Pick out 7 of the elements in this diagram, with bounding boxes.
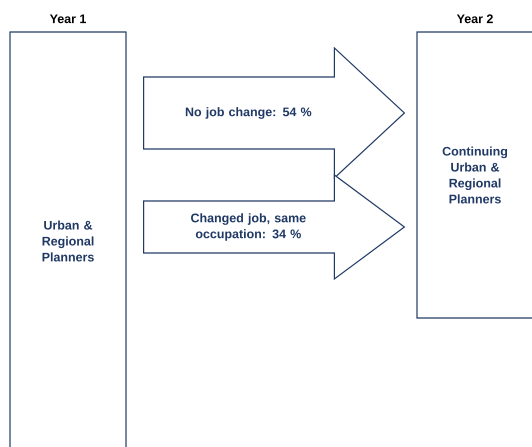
- edge-label: Changed job, same occupation: 34 %: [191, 213, 306, 241]
- group-box: Urban & Regional Planners: [9, 31, 127, 447]
- edge-label: No job change: 54 %: [186, 107, 312, 119]
- year-label: Year 2: [456, 14, 493, 24]
- block-arrow: [143, 174, 406, 280]
- group-box: Continuing Urban & Regional Planners: [416, 31, 532, 319]
- year-label: Year 1: [50, 14, 86, 24]
